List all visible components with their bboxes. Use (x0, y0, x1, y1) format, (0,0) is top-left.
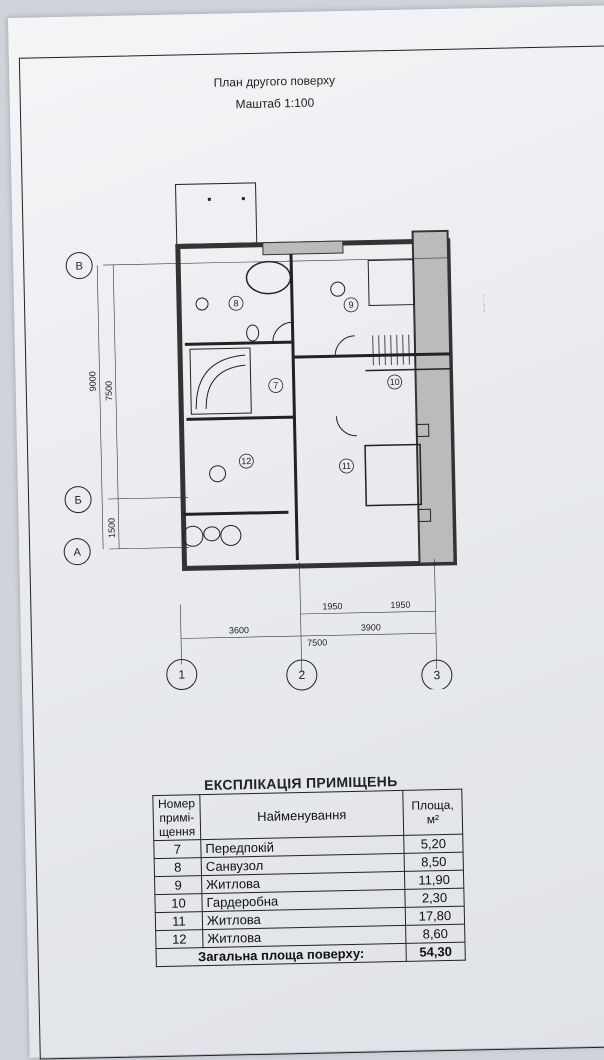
cell-area: 11,90 (404, 870, 464, 890)
header-number: Номер примі- щення (152, 794, 201, 841)
room-number-11: 11 (342, 461, 352, 471)
dim-h-b: 3900 (361, 622, 381, 632)
axis-label-col-2: 2 (298, 668, 305, 682)
interior-wall (289, 254, 299, 561)
stair-outline (189, 347, 252, 415)
balcony-post (241, 197, 245, 201)
chair-room-9 (330, 281, 346, 297)
axis-bubbles-cols (166, 659, 453, 691)
wardrobe-wall (365, 368, 451, 372)
cell-area: 2,30 (404, 888, 465, 908)
bed-room-9 (367, 259, 415, 307)
room-number-9: 9 (348, 300, 353, 310)
axis-lines (96, 257, 449, 672)
cell-area: 8,60 (405, 924, 465, 944)
interior-wall (184, 340, 293, 346)
chair-room-12 (209, 465, 227, 483)
top-wall-hatched (262, 240, 344, 256)
drawing-sheet: План другого поверху Маштаб 1:100 (8, 5, 604, 1060)
cell-num: 11 (155, 911, 203, 931)
cell-num: 12 (155, 929, 204, 949)
axis-label-row-v: В (75, 260, 83, 272)
sink (195, 297, 209, 311)
axis-label-col-3: 3 (433, 668, 440, 682)
stair-curve (205, 364, 246, 409)
axis-label-row-a: А (73, 547, 81, 559)
cell-area: 8,50 (404, 852, 464, 872)
room-number-12: 12 (241, 456, 251, 466)
room-markers (228, 295, 403, 474)
axis-label-col-1: 1 (178, 667, 185, 681)
dim-h-total: 7500 (307, 637, 327, 647)
stair-curve (195, 354, 246, 410)
cell-area: 17,80 (405, 906, 465, 926)
balcony-outline (175, 182, 258, 246)
cell-num: 7 (153, 839, 202, 859)
table-header-row: Номер примі- щення Найменування Площа, м… (152, 789, 463, 841)
balcony-table (203, 526, 221, 542)
door-arc (272, 321, 293, 343)
door-arc (334, 335, 355, 357)
door-arc (335, 416, 357, 437)
nightstand (416, 423, 430, 438)
interior-wall (293, 352, 451, 359)
dim-h-c1: 1950 (322, 601, 342, 611)
room-number-8: 8 (233, 298, 238, 308)
bed-room-11 (364, 443, 423, 507)
toilet (246, 324, 260, 342)
right-wall-hatched (411, 229, 456, 565)
floor-plan-drawing: В Б А 1 2 3 9000 7500 1500 3750 3600 390… (63, 182, 492, 691)
dim-h-c2: 1950 (390, 600, 410, 610)
cell-num: 9 (154, 875, 202, 895)
cell-num: 10 (154, 893, 203, 913)
dim-v-main: 7500 (104, 381, 114, 401)
header-name: Найменування (199, 790, 404, 840)
interior-wall (183, 510, 289, 516)
interior-wall (186, 415, 295, 421)
dim-v-total: 9000 (87, 371, 97, 391)
bathtub (245, 260, 292, 295)
axis-bubbles-rows (63, 252, 93, 566)
dim-h-a: 3600 (229, 625, 249, 635)
room-number-7: 7 (273, 380, 278, 390)
balcony-chair (182, 525, 204, 547)
room-number-10: 10 (390, 377, 400, 387)
wardrobe-racks (372, 334, 416, 366)
cell-num: 8 (154, 857, 202, 877)
balcony-chair (220, 524, 242, 546)
nightstand (417, 508, 432, 523)
dim-v-small: 1500 (106, 518, 116, 538)
total-value: 54,30 (405, 942, 466, 962)
header-area: Площа, м² (402, 789, 463, 836)
balcony-post (207, 197, 211, 201)
cell-area: 5,20 (403, 834, 464, 854)
axis-label-row-b: Б (74, 495, 81, 507)
explication-table: Номер примі- щення Найменування Площа, м… (152, 789, 466, 967)
